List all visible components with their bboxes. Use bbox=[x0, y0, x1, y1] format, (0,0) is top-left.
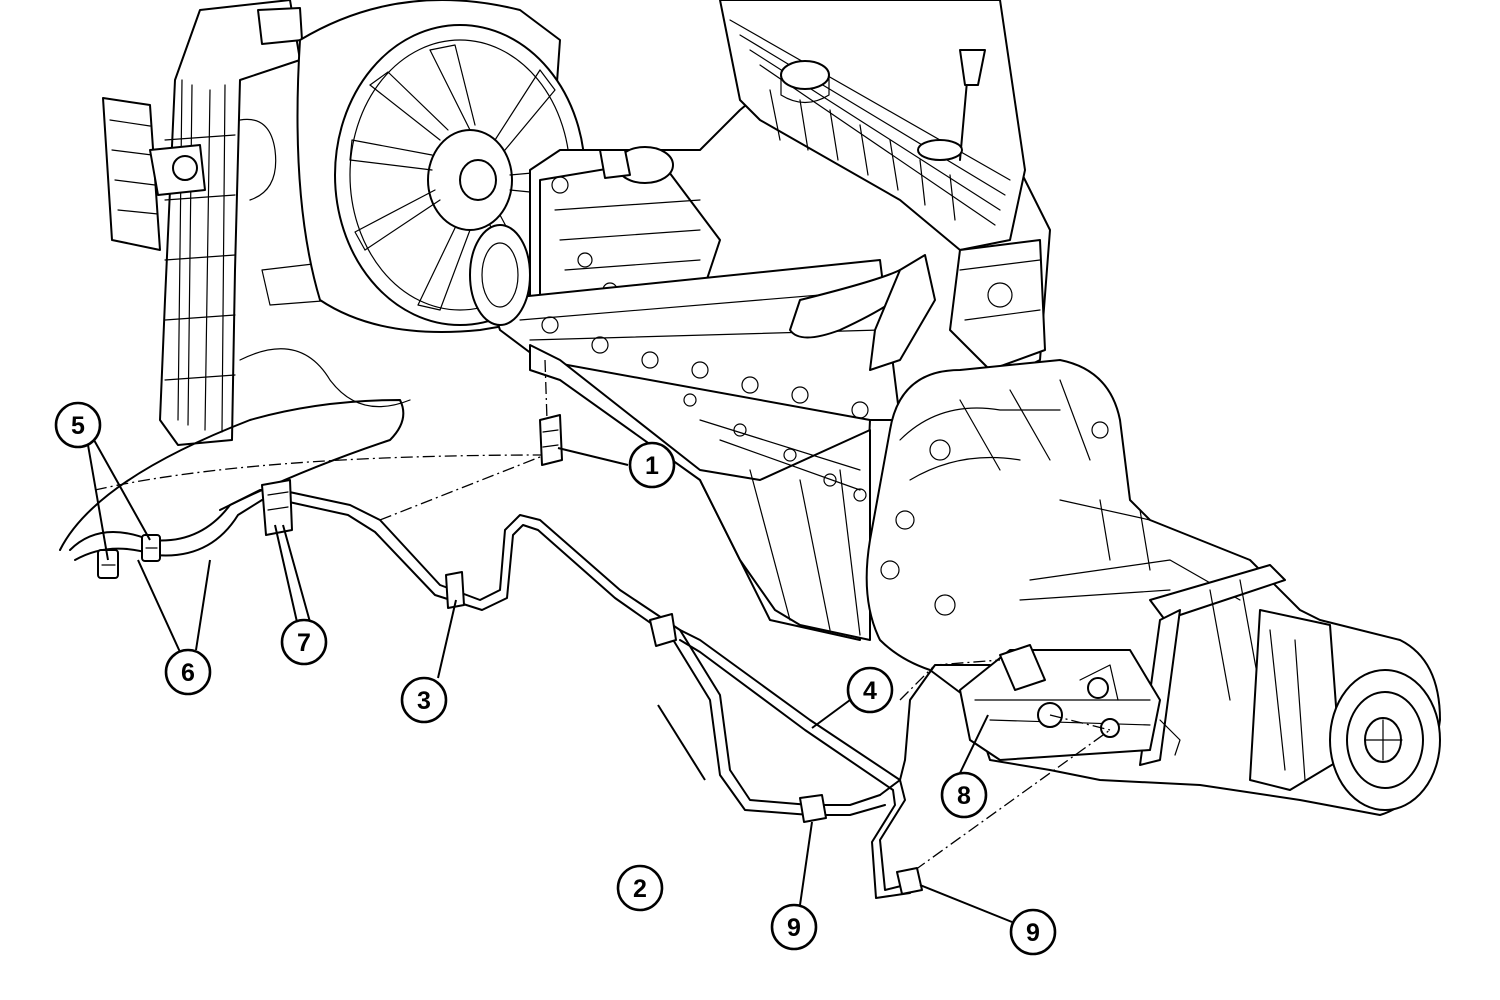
engine bbox=[469, 0, 1051, 641]
radiator bbox=[102, 0, 411, 446]
transmission bbox=[865, 359, 1441, 816]
callout-2: 2 bbox=[616, 864, 664, 912]
callout-6-label: 6 bbox=[181, 659, 195, 687]
callout-8-label: 8 bbox=[957, 782, 971, 810]
callout-1: 1 bbox=[628, 441, 676, 489]
callout-8: 8 bbox=[940, 771, 988, 819]
callout-7-label: 7 bbox=[297, 629, 311, 657]
callout-2-label: 2 bbox=[633, 875, 647, 903]
callout-4-label: 4 bbox=[863, 677, 877, 705]
callout-3-label: 3 bbox=[417, 687, 431, 715]
callout-5-label: 5 bbox=[71, 412, 85, 440]
cooler-lines bbox=[59, 359, 1111, 899]
leader-lines bbox=[87, 439, 1013, 923]
callout-4: 4 bbox=[846, 666, 894, 714]
callout-9-left-label: 9 bbox=[787, 914, 801, 942]
callout-3: 3 bbox=[400, 676, 448, 724]
callout-7: 7 bbox=[280, 618, 328, 666]
callout-9-left: 9 bbox=[770, 903, 818, 951]
callout-9-right: 9 bbox=[1009, 908, 1057, 956]
callout-6: 6 bbox=[164, 648, 212, 696]
callout-5: 5 bbox=[54, 401, 102, 449]
callout-9-right-label: 9 bbox=[1026, 919, 1040, 947]
callout-1-label: 1 bbox=[645, 452, 659, 480]
